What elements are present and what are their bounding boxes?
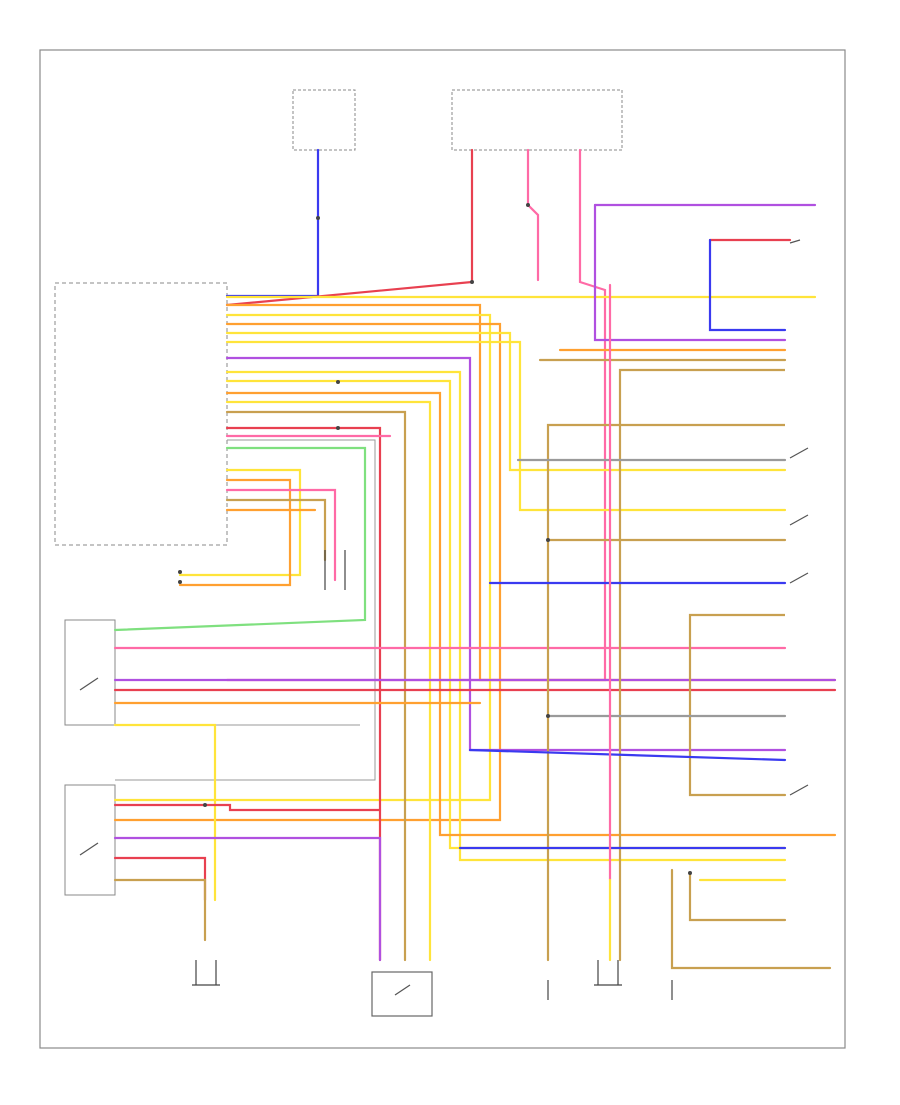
wire-brown-49 bbox=[688, 871, 787, 922]
wire-brown-15 bbox=[225, 410, 407, 962]
wire-red-1 bbox=[225, 148, 474, 307]
wire-violet-10 bbox=[225, 356, 787, 752]
wire-orange-5 bbox=[225, 303, 837, 682]
wire-violet-30 bbox=[113, 836, 382, 962]
wire-yellow-6 bbox=[113, 313, 492, 802]
ground-left-symbol bbox=[192, 960, 220, 986]
wire-brown-48 bbox=[670, 868, 832, 970]
wire-brown-39 bbox=[618, 368, 785, 962]
wire-blue-0 bbox=[225, 148, 320, 298]
wire-yellow-14 bbox=[225, 400, 432, 962]
wire-blue-35 bbox=[708, 238, 787, 332]
fuse-box-right bbox=[451, 89, 623, 151]
wire-brown-40 bbox=[546, 423, 785, 962]
connector-dots bbox=[178, 203, 692, 875]
wire-red-16 bbox=[225, 426, 382, 962]
control-module-box bbox=[54, 282, 228, 546]
wire-brown-32 bbox=[113, 878, 207, 942]
wire-yellow-8 bbox=[225, 331, 787, 472]
wire-pink-21 bbox=[225, 488, 337, 582]
clockspring-box bbox=[371, 971, 433, 1017]
diagram-frame bbox=[39, 49, 846, 1049]
top-fuse-boxes bbox=[292, 89, 623, 151]
wire-violet-36 bbox=[593, 203, 787, 342]
wire-yellow-9 bbox=[225, 340, 787, 512]
wire-orange-20 bbox=[178, 478, 292, 587]
wire-orange-7 bbox=[113, 322, 502, 822]
wire-brown-44 bbox=[688, 613, 787, 797]
ground-symbols bbox=[192, 550, 673, 1000]
wires bbox=[113, 148, 837, 970]
wire-yellow-11 bbox=[225, 370, 787, 862]
wire-yellow-19 bbox=[178, 468, 302, 577]
ground-bottom-left-symbol bbox=[324, 550, 346, 590]
steering-module-box bbox=[64, 784, 116, 896]
switch-symbols bbox=[79, 239, 809, 996]
wire-brown-22 bbox=[225, 498, 327, 562]
fuse-box-left bbox=[292, 89, 356, 151]
wire-blue-46 bbox=[468, 748, 787, 762]
horn-relay-box bbox=[64, 619, 116, 726]
wire-pink-2 bbox=[526, 148, 540, 282]
ground-right-symbol bbox=[594, 960, 622, 986]
wire-red-29 bbox=[113, 803, 382, 812]
wire-orange-13 bbox=[225, 391, 837, 837]
wire-yellow-28 bbox=[113, 723, 217, 902]
wire-green-18 bbox=[113, 446, 367, 632]
